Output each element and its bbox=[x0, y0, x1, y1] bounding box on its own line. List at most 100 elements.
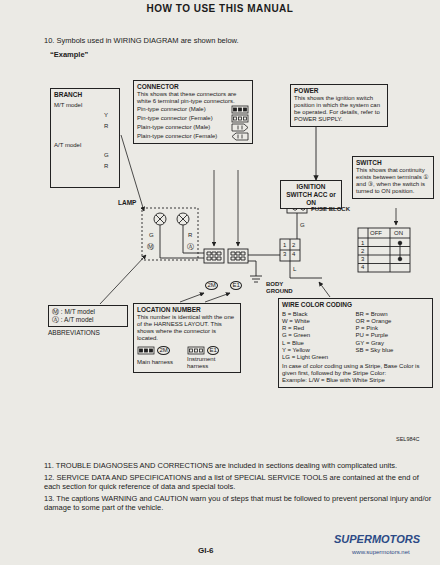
text-cell: SB = Sky blue bbox=[356, 347, 430, 354]
connector-arrow bbox=[316, 127, 317, 180]
text-row: Pin-type connector (Male) bbox=[137, 105, 249, 114]
box-frame: SWITCHThis shows that continuity exists … bbox=[352, 156, 434, 199]
diagram-label: ON bbox=[394, 230, 403, 237]
box-text: M/T model bbox=[54, 102, 82, 109]
diagram-label: 2 bbox=[361, 248, 364, 255]
box-text: B = Black bbox=[282, 311, 308, 318]
box-heading: LOCATION NUMBER bbox=[137, 306, 201, 314]
connector-symbol bbox=[231, 114, 249, 123]
text-cell: A/T model bbox=[54, 142, 81, 149]
diagram-label: G bbox=[104, 152, 109, 159]
diagram-label: Ⓐ bbox=[187, 243, 194, 251]
box-text: This shows the ignition switch position … bbox=[294, 95, 384, 124]
box-text: Y = Yellow bbox=[282, 347, 310, 354]
box-heading: IGNITION SWITCH ACC or ON bbox=[284, 183, 338, 206]
text-cell: R = Red bbox=[282, 325, 356, 332]
text-cell: This shows that these connectors are whi… bbox=[137, 91, 249, 105]
text-row: Plain-type connector (Female) bbox=[137, 132, 249, 141]
text-row: Pin-type connector (Female) bbox=[137, 114, 249, 123]
text-row: M/T model bbox=[54, 102, 116, 109]
diagram-label: LAMP bbox=[118, 199, 136, 207]
text-row: CONNECTOR bbox=[137, 83, 249, 91]
box-text: Instrument harness bbox=[187, 356, 237, 370]
callout-box: Ⓜ : M/T modelⒶ : A/T modelABBREVIATIONS bbox=[48, 305, 128, 336]
connector-symbol bbox=[231, 123, 249, 132]
box-text: Ⓐ : A/T model bbox=[52, 316, 94, 324]
diagram-label: BODY GROUND bbox=[266, 281, 298, 295]
text-cell: Instrument harness bbox=[187, 356, 237, 370]
text-cell: WIRE COLOR CODING bbox=[282, 301, 352, 309]
text-cell: G = Green bbox=[282, 332, 356, 339]
diagram-label: R bbox=[104, 163, 108, 170]
text-row: Plain-type connector (Male) bbox=[137, 123, 249, 132]
box-text: PU = Purple bbox=[356, 332, 389, 339]
box-text: SB = Sky blue bbox=[356, 347, 394, 354]
text-row: W = WhiteOR = Orange bbox=[282, 318, 429, 325]
text-cell: Main harness bbox=[137, 359, 187, 366]
box-text: P = Pink bbox=[356, 325, 378, 332]
callout-box: IGNITION SWITCH ACC or ON bbox=[280, 180, 342, 209]
diagram-label: G bbox=[149, 232, 154, 239]
box-text: W = White bbox=[282, 318, 310, 325]
text-row: R = RedP = Pink bbox=[282, 325, 429, 332]
box-text: Plain-type connector (Male) bbox=[137, 124, 210, 131]
page-title: HOW TO USE THIS MANUAL bbox=[0, 3, 440, 14]
diagram-label: 1 bbox=[283, 242, 286, 249]
text-cell: Y = Yellow bbox=[282, 347, 356, 354]
diagram-label: 1 bbox=[361, 240, 364, 247]
text-row: LOCATION NUMBER bbox=[137, 306, 237, 314]
box-text: A/T model bbox=[54, 142, 81, 149]
text-cell: In case of color coding using a Stripe, … bbox=[282, 363, 429, 377]
diagram-label: FUSE BLOCK bbox=[311, 206, 350, 213]
text-cell: BR = Brown bbox=[356, 311, 430, 318]
diagram-label: 2 bbox=[292, 242, 295, 249]
connector-symbol bbox=[137, 346, 155, 355]
callout-box: CONNECTORThis shows that these connector… bbox=[133, 80, 253, 144]
connector-symbol bbox=[187, 346, 205, 355]
box-frame: LOCATION NUMBERThis number is identical … bbox=[133, 303, 241, 373]
box-frame: POWERThis shows the ignition switch posi… bbox=[290, 84, 388, 127]
text-cell: GY = Gray bbox=[356, 340, 430, 347]
text-row: WIRE COLOR CODING bbox=[282, 301, 429, 309]
text-row: This shows the ignition switch position … bbox=[294, 95, 384, 124]
text-row: Example: L/W = Blue with White Stripe bbox=[282, 377, 429, 384]
diagram-label: 4 bbox=[361, 264, 364, 271]
text-row: POWER bbox=[294, 87, 384, 95]
box-text: Ⓜ : M/T model bbox=[52, 308, 95, 316]
box-text: Example: L/W = Blue with White Stripe bbox=[282, 377, 385, 384]
text-row: This number is identical with the one of… bbox=[137, 314, 237, 343]
diagram-label: 4 bbox=[292, 251, 295, 258]
callout-box: SWITCHThis shows that continuity exists … bbox=[352, 156, 434, 199]
callout-box: POWERThis shows the ignition switch posi… bbox=[290, 84, 388, 127]
text-row: Main harnessInstrument harness bbox=[137, 356, 237, 370]
diagram-label: 3 bbox=[283, 251, 286, 258]
text-cell: M/T model bbox=[54, 102, 82, 109]
box-frame: IGNITION SWITCH ACC or ON bbox=[280, 180, 342, 209]
text-cell: P = Pink bbox=[356, 325, 430, 332]
note-text: 11. TROUBLE DIAGNOSES AND CORRECTIONS ar… bbox=[44, 461, 432, 470]
diagram-label: 3 bbox=[361, 256, 364, 263]
text-cell: Example: L/W = Blue with White Stripe bbox=[282, 377, 385, 384]
box-text: GY = Gray bbox=[356, 340, 384, 347]
diagram-label: Ⓜ bbox=[147, 243, 154, 251]
box-text: Pin-type connector (Female) bbox=[137, 115, 213, 122]
box-frame: WIRE COLOR CODINGB = BlackBR = BrownW = … bbox=[278, 298, 433, 388]
box-heading: WIRE COLOR CODING bbox=[282, 301, 352, 309]
text-cell: This shows the ignition switch position … bbox=[294, 95, 384, 124]
diagram-label: www.supermotors.net bbox=[352, 549, 410, 556]
box-heading: CONNECTOR bbox=[137, 83, 179, 91]
text-cell: Pin-type connector (Male) bbox=[137, 105, 249, 114]
box-text: 2M bbox=[157, 346, 170, 355]
text-row: In case of color coding using a Stripe, … bbox=[282, 363, 429, 377]
box-text: This shows that continuity exists betwee… bbox=[356, 167, 430, 196]
box-text: G = Green bbox=[282, 332, 310, 339]
text-row: A/T model bbox=[54, 142, 116, 149]
diagram-label: SUPERMOTORS bbox=[334, 533, 420, 546]
box-text: This number is identical with the one of… bbox=[137, 314, 237, 343]
box-frame: CONNECTORThis shows that these connector… bbox=[133, 80, 253, 144]
box-text: Plain-type connector (Female) bbox=[137, 133, 217, 140]
text-row: 2ME1 bbox=[137, 346, 237, 355]
callout-number: 2M bbox=[205, 281, 218, 290]
box-frame: BRANCHM/T modelA/T model bbox=[50, 88, 120, 188]
